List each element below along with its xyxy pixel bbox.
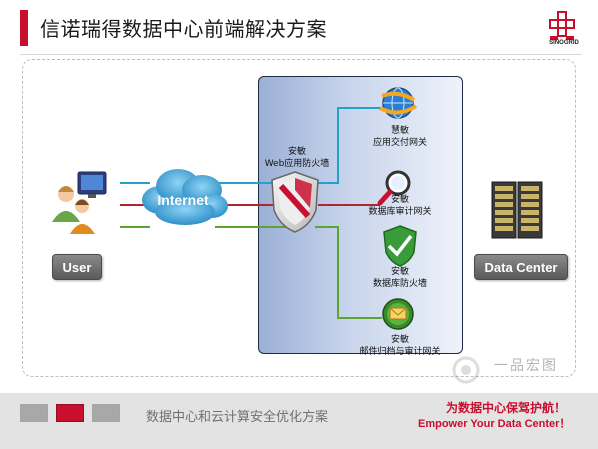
diagram-frame	[22, 59, 576, 377]
node-dbaudit-line2: 数据库审计网关	[368, 207, 432, 217]
mail-archive-icon	[382, 298, 414, 330]
logo-wordmark: SINOGRID	[549, 40, 579, 46]
node-dbfw-line2: 数据库防火墙	[372, 279, 427, 289]
internet-cloud	[142, 169, 228, 225]
user-icon	[52, 171, 107, 234]
user-label: User	[52, 254, 102, 280]
footer-square-3	[92, 404, 120, 422]
slogan-chinese: 为数据中心保驾护航！	[446, 401, 567, 415]
page-title: 信诺瑞得数据中心前端解决方案	[40, 17, 327, 41]
node-mail-line2: 邮件归档与审计网关	[359, 347, 441, 357]
waf-label-line2: Web应用防火墙	[264, 159, 330, 169]
datacenter-label: Data Center	[474, 254, 568, 280]
node-dbfw-line1: 安敏	[390, 267, 409, 277]
watermark-text: 一品宏图	[494, 358, 558, 374]
link-cyan-to-adc	[315, 107, 382, 184]
waf-label-line1: 安敏	[287, 147, 306, 157]
footer-square-2	[56, 404, 84, 422]
title-accent-bar	[20, 10, 28, 46]
title-divider	[20, 54, 582, 55]
slogan-english: Empower Your Data Center！	[418, 418, 571, 430]
footer-title: 数据中心和云计算安全优化方案	[146, 410, 329, 425]
globe-icon	[379, 87, 418, 119]
waf-shield-icon	[271, 171, 319, 233]
node-adc-line1: 慧敏	[390, 126, 409, 136]
node-mail-line1: 安敏	[390, 335, 409, 345]
footer-square-1	[20, 404, 48, 422]
sinogrid-logo	[549, 11, 575, 40]
internet-label: Internet	[157, 192, 209, 208]
link-green-to-mail	[315, 226, 382, 319]
node-adc-line2: 应用交付网关	[372, 138, 427, 148]
magnifier-icon	[377, 170, 411, 206]
node-dbaudit-line1: 安敏	[390, 195, 409, 205]
shield-check-icon	[383, 225, 417, 267]
server-rack-icon	[491, 181, 543, 239]
watermark-logo	[452, 356, 480, 384]
